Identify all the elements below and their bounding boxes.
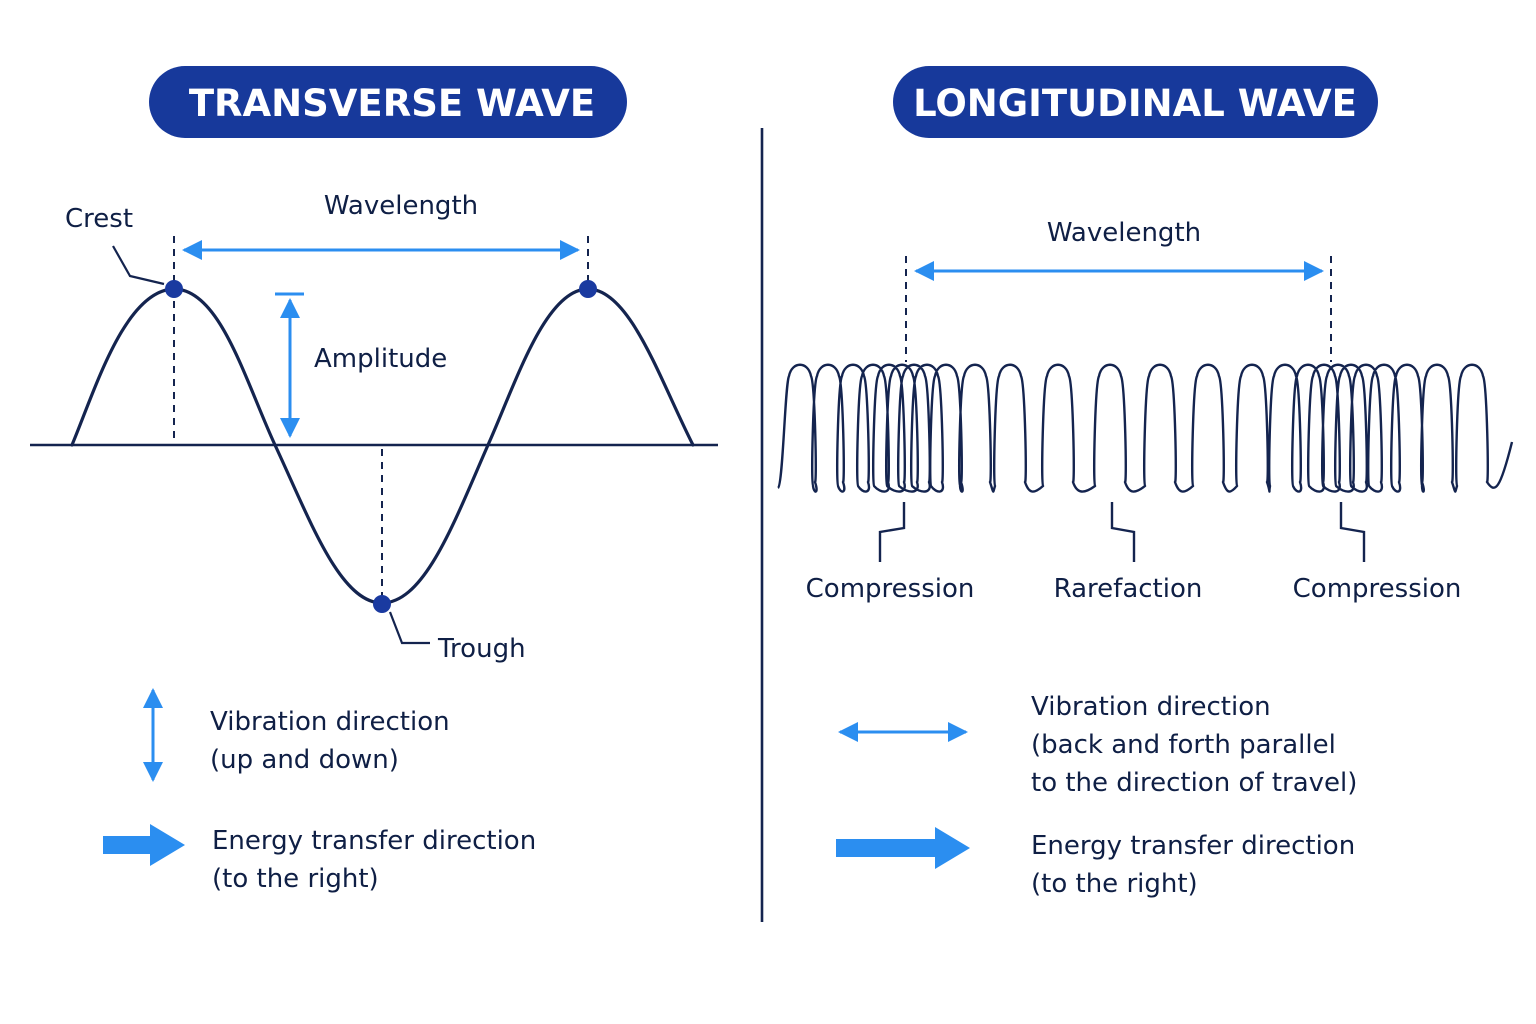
longitudinal-title: LONGITUDINAL WAVE — [913, 82, 1357, 125]
transverse-energy-label-2: (to the right) — [212, 864, 379, 894]
longitudinal-energy-label-2: (to the right) — [1031, 869, 1198, 899]
transverse-wavelength-label: Wavelength — [324, 191, 478, 221]
trough-label: Trough — [437, 634, 526, 664]
amplitude-label: Amplitude — [314, 344, 447, 374]
longitudinal-title-pill — [893, 66, 1378, 138]
transverse-vibration-label-1: Vibration direction — [210, 707, 450, 737]
trough-point — [373, 595, 391, 613]
longitudinal-energy-arrow-icon — [836, 827, 970, 869]
compression-label-1: Compression — [806, 574, 975, 604]
longitudinal-wavelength-label: Wavelength — [1047, 218, 1201, 248]
crest-leader — [112, 245, 165, 286]
longitudinal-energy-label-1: Energy transfer direction — [1031, 831, 1355, 861]
longitudinal-vibration-label-3: to the direction of travel) — [1031, 768, 1357, 798]
transverse-title-pill — [149, 66, 627, 138]
crest-label: Crest — [65, 204, 133, 234]
longitudinal-spring-coil — [776, 363, 1514, 493]
trough-leader — [388, 611, 430, 645]
transverse-energy-arrow-icon — [103, 824, 185, 866]
compression-bracket-1 — [878, 502, 906, 562]
rarefaction-label: Rarefaction — [1054, 574, 1203, 604]
longitudinal-vibration-label-2: (back and forth parallel — [1031, 730, 1336, 760]
rarefaction-bracket — [1110, 502, 1136, 562]
compression-label-2: Compression — [1293, 574, 1462, 604]
transverse-title: TRANSVERSE WAVE — [189, 82, 595, 125]
longitudinal-panel: LONGITUDINAL WAVE Wavelength Compression… — [776, 66, 1514, 899]
transverse-energy-label-1: Energy transfer direction — [212, 826, 536, 856]
transverse-panel: TRANSVERSE WAVE Wavelength Amplitude Cre… — [30, 66, 718, 894]
compression-bracket-2 — [1339, 502, 1366, 562]
crest-point — [165, 280, 183, 298]
transverse-vibration-label-2: (up and down) — [210, 745, 399, 775]
crest2-point — [579, 280, 597, 298]
longitudinal-vibration-label-1: Vibration direction — [1031, 692, 1271, 722]
